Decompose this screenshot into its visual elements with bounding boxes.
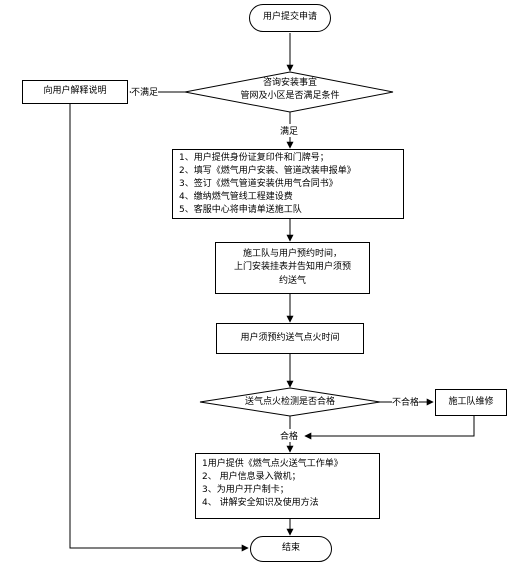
check-conditions-text: 咨询安装事宜 管网及小区是否满足条件 [240,78,340,102]
ignite-time-box: 用户须预约送气点火时间 [216,323,364,354]
arrow-repair-to-pass [304,416,475,440]
arrow-explain-to-end [69,104,249,552]
label-satisfied: 满足 [280,124,299,137]
ignite-check-text: 送气点火检测是否合格 [244,397,335,407]
application-steps-box: 1、用户提供身份证复印件和门牌号； 2、填写《燃气用户安装、管道改装申报单》 3… [172,149,404,219]
explain-box: 向用户解释说明 [22,80,128,104]
end-terminal: 结束 [250,536,332,562]
activation-steps-box: 1用户提供《燃气点火送气工作单》 2、 用户信息录入微机； 3、为用户开户制卡；… [195,453,380,519]
label-not-satisfied: 不满足 [131,85,159,98]
start-terminal: 用户提交申请 [249,4,331,32]
label-fail: 不合格 [392,395,420,408]
label-pass: 合格 [280,429,299,442]
appointment-box: 施工队与用户预约时间， 上门安装挂表并告知用户须预 约送气 [215,242,370,294]
repair-box: 施工队维修 [435,389,507,416]
